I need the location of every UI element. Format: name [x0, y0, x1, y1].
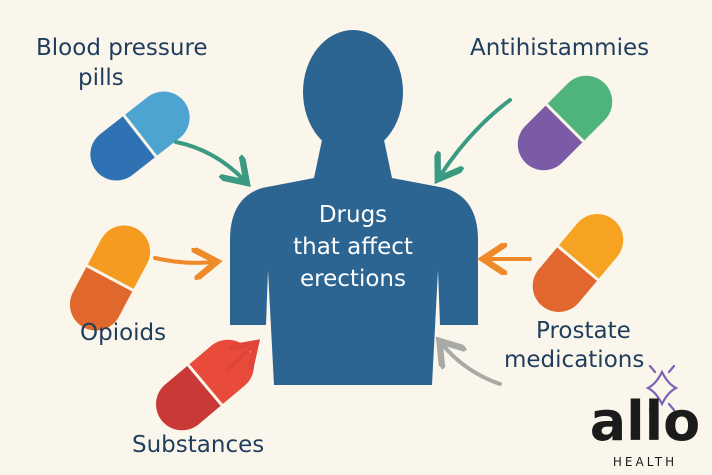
- arrow-antihistamines: [440, 98, 512, 176]
- label-substances: Substances: [132, 432, 264, 458]
- svg-text:that affect: that affect: [293, 234, 413, 260]
- label-antihistamines: Antihistammies: [470, 35, 649, 61]
- pill-opioids: [69, 225, 151, 331]
- sparkle-icon: [645, 364, 679, 412]
- pill-antihistamines: [517, 75, 613, 171]
- arrow-blood-pressure: [174, 140, 244, 180]
- arrow-prostate-gray: [442, 344, 502, 386]
- pill-blood-pressure: [90, 91, 190, 181]
- person-silhouette: [230, 30, 478, 385]
- arrow-substances: [226, 346, 253, 372]
- svg-text:pills: pills: [78, 65, 124, 91]
- center-label: Drugs that affect erections: [293, 202, 413, 292]
- svg-text:Drugs: Drugs: [319, 202, 387, 228]
- label-opioids: Opioids: [80, 320, 166, 346]
- svg-text:Blood pressure: Blood pressure: [36, 35, 208, 61]
- allo-health-logo: allo HEALTH: [590, 364, 701, 469]
- pill-prostate: [532, 214, 624, 312]
- svg-text:medications: medications: [504, 347, 644, 373]
- label-prostate: Prostate medications: [504, 318, 644, 373]
- label-blood-pressure: Blood pressure pills: [36, 35, 208, 91]
- svg-text:Prostate: Prostate: [536, 318, 631, 344]
- svg-text:HEALTH: HEALTH: [613, 455, 677, 469]
- svg-text:allo: allo: [590, 390, 701, 453]
- svg-text:erections: erections: [300, 266, 406, 292]
- arrow-opioids: [153, 258, 213, 263]
